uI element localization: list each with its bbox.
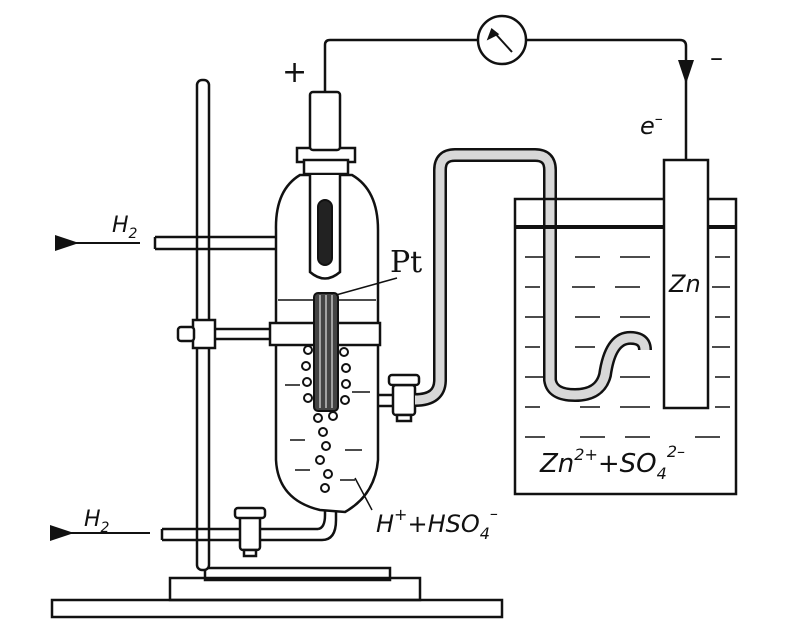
positive-terminal-label: + [282,55,307,90]
zinc-electrode [662,158,710,410]
acid-solution-label: H++HSO4– [376,504,498,543]
electrode-coil [317,199,333,266]
hydrogen-bubbles [301,345,351,493]
acid-leader-line [354,477,373,511]
h2-outlet-label: H2 [112,213,138,242]
galvanometer [476,14,528,66]
stand-base [50,566,504,619]
inlet-stopcock [233,506,267,558]
salt-bridge [414,148,652,407]
zinc-solution-label: Zn2++SO42– [539,442,685,483]
platinum-label: Pt [390,245,422,280]
zinc-electrode-label: Zn [668,270,701,298]
clamp [176,318,275,350]
beaker-liquid [525,256,730,438]
h2-inlet-label: H2 [84,507,110,536]
platinum-leader-line [335,277,398,296]
electron-label: e– [640,109,663,140]
h2-outlet-tube [153,235,278,251]
external-wire [323,38,688,160]
platinum-electrode [313,292,339,412]
bridge-stopcock [378,373,421,423]
negative-terminal-label: – [710,43,723,73]
